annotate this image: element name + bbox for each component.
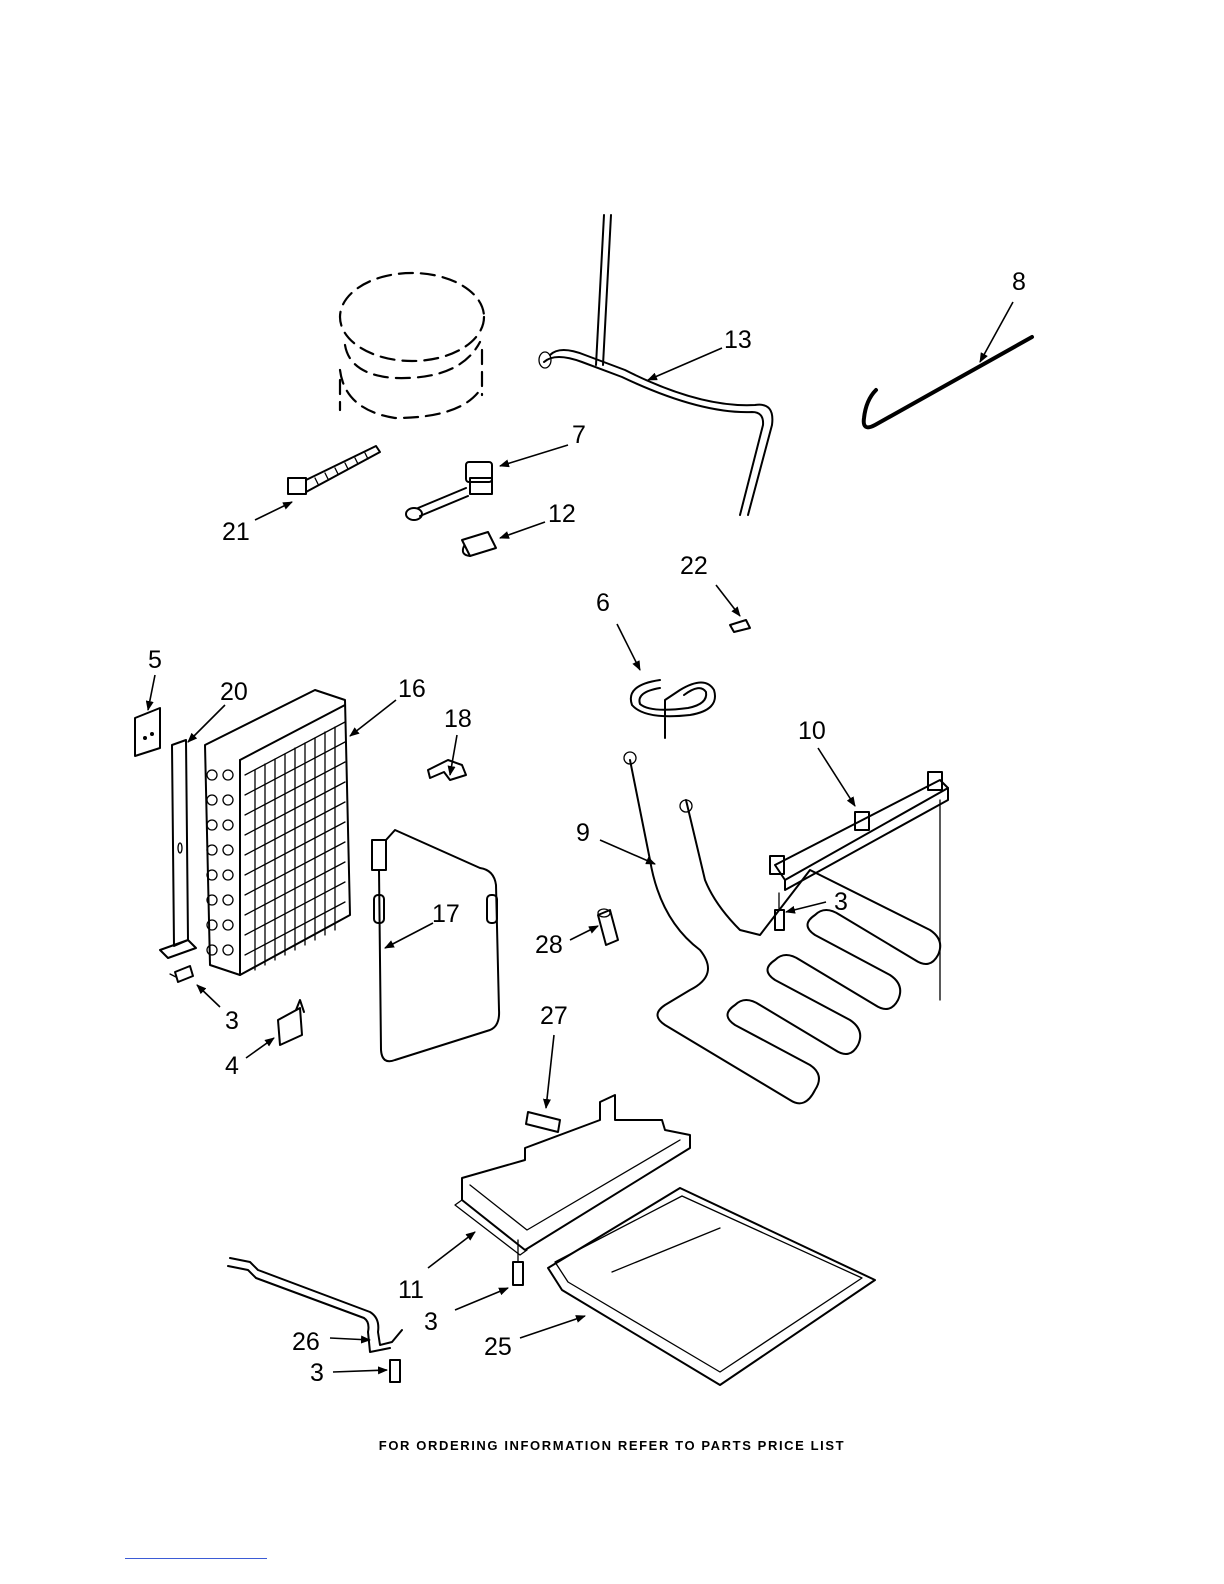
part-25-pan xyxy=(548,1188,875,1385)
leader-26 xyxy=(330,1338,370,1340)
leader-12 xyxy=(500,522,545,538)
callout-13: 13 xyxy=(724,326,752,354)
callout-7: 7 xyxy=(572,421,586,449)
leader-3 xyxy=(197,985,220,1007)
part-18-clip xyxy=(428,760,466,780)
part-5-plate xyxy=(135,708,160,756)
bottom-rule xyxy=(125,1558,267,1559)
callout-26: 26 xyxy=(292,1328,320,1356)
compressor-outline xyxy=(340,273,484,418)
callout-10: 10 xyxy=(798,717,826,745)
leader-3 xyxy=(333,1370,387,1372)
callout-3: 3 xyxy=(424,1308,438,1336)
leader-20 xyxy=(188,705,225,742)
part-21-cable-tie xyxy=(288,446,380,494)
screw-part-3 xyxy=(775,893,784,930)
part-11-tray xyxy=(455,1095,690,1255)
callout-11: 11 xyxy=(398,1276,424,1304)
callout-3: 3 xyxy=(310,1359,324,1387)
callout-28: 28 xyxy=(535,931,563,959)
part-16-evaporator xyxy=(205,690,350,975)
part-8-wire xyxy=(864,337,1032,427)
screw-part-3 xyxy=(170,966,193,982)
callout-20: 20 xyxy=(220,678,248,706)
leader-3 xyxy=(455,1288,508,1310)
leader-28 xyxy=(570,926,598,940)
part-12-clip xyxy=(462,532,496,556)
callout-25: 25 xyxy=(484,1333,512,1361)
leader-6 xyxy=(617,624,640,670)
part-7-thermistor xyxy=(406,462,492,520)
callout-9: 9 xyxy=(576,819,590,847)
callout-3: 3 xyxy=(834,888,848,916)
leader-27 xyxy=(546,1035,554,1108)
callout-5: 5 xyxy=(148,646,162,674)
leader-7 xyxy=(500,445,568,466)
leader-4 xyxy=(246,1038,274,1058)
leader-21 xyxy=(255,502,292,520)
leader-17 xyxy=(385,923,433,948)
leader-16 xyxy=(350,700,396,736)
callout-12: 12 xyxy=(548,500,576,528)
callout-18: 18 xyxy=(444,705,472,733)
part-27-tube xyxy=(526,1112,560,1132)
part-6-hose xyxy=(631,680,715,738)
part-22-clip xyxy=(730,620,750,632)
callout-16: 16 xyxy=(398,675,426,703)
leader-11 xyxy=(428,1232,475,1268)
part-13-tube xyxy=(539,215,772,515)
leader-18 xyxy=(450,735,457,775)
part-28-tube xyxy=(598,909,618,945)
callout-8: 8 xyxy=(1012,268,1026,296)
leader-13 xyxy=(648,348,722,380)
callout-22: 22 xyxy=(680,552,708,580)
callout-21: 21 xyxy=(222,518,250,546)
part-4-bracket xyxy=(278,1000,304,1045)
leader-25 xyxy=(520,1316,585,1338)
callout-6: 6 xyxy=(596,589,610,617)
callout-3: 3 xyxy=(225,1007,239,1035)
part-20-bracket xyxy=(160,740,196,958)
callout-4: 4 xyxy=(225,1052,239,1080)
leader-22 xyxy=(716,585,740,616)
callout-17: 17 xyxy=(432,900,460,928)
leader-10 xyxy=(818,748,855,806)
leader-8 xyxy=(980,302,1013,362)
screw-part-3 xyxy=(390,1360,400,1382)
footer-note: FOR ORDERING INFORMATION REFER TO PARTS … xyxy=(0,1438,1224,1453)
leader-5 xyxy=(148,675,155,710)
callout-27: 27 xyxy=(540,1002,568,1030)
